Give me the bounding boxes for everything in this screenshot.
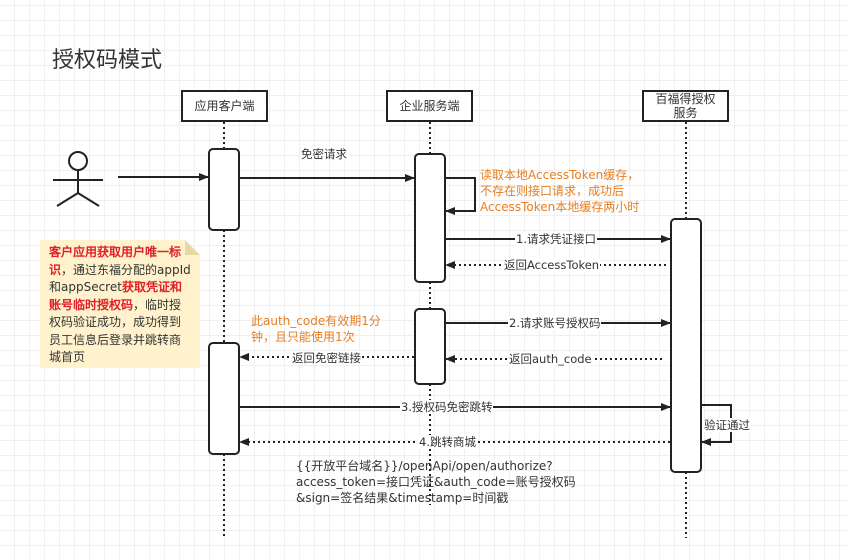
url-line: {{开放平台域名}}/openApi/open/authorize? <box>296 459 553 473</box>
authorize-url-text: {{开放平台域名}}/openApi/open/authorize? acces… <box>296 458 576 506</box>
cache-annotation-line: 不存在则接口请求，成功后 <box>480 184 625 198</box>
message-label-verify: 验证通过 <box>703 418 751 432</box>
cache-annotation: 读取本地AccessToken缓存， 不存在则接口请求，成功后 AccessTo… <box>480 167 639 215</box>
note-text: ，通过东福分配的appId和appSecret <box>49 262 191 295</box>
message-label-m2-return: 返回auth_code <box>508 352 593 366</box>
message-label-m3: 3.授权码免密跳转 <box>400 400 494 414</box>
participant-auth-service[interactable]: 百福得授权服务 <box>642 90 729 122</box>
auth-code-annotation-line: 此auth_code有效期1分 <box>251 314 381 328</box>
note-emphasis: 客户应用获取用户唯一标识 <box>49 245 182 277</box>
cache-annotation-line: AccessToken本地缓存两小时 <box>480 200 640 214</box>
activation-client-1 <box>208 148 240 231</box>
message-label-m0: 免密请求 <box>300 147 348 161</box>
note-emphasis: 获取凭证和账号临时授权码 <box>49 280 182 312</box>
participant-client[interactable]: 应用客户端 <box>181 90 268 122</box>
cache-annotation-line: 读取本地AccessToken缓存， <box>480 168 640 182</box>
activation-auth <box>670 218 702 473</box>
message-label-m1: 1.请求凭证接口 <box>515 232 597 246</box>
sticky-note: 客户应用获取用户唯一标识，通过东福分配的appId和appSecret获取凭证和… <box>40 240 200 368</box>
message-label-m2-forward: 返回免密链接 <box>291 351 362 365</box>
user-actor-icon <box>53 151 103 207</box>
diagram-title: 授权码模式 <box>52 48 163 73</box>
participant-enterprise[interactable]: 企业服务端 <box>386 90 473 122</box>
message-label-m2: 2.请求账号授权码 <box>508 316 602 330</box>
auth-code-annotation-line: 钟，且只能使用1次 <box>251 330 355 344</box>
url-line: &sign=签名结果&timestamp=时间戳 <box>296 491 509 505</box>
activation-enterprise-2 <box>414 308 446 385</box>
activation-client-2 <box>208 342 240 455</box>
activation-enterprise-1 <box>414 153 446 283</box>
message-label-m4: 4.跳转商城 <box>418 435 477 449</box>
message-label-m1-return: 返回AccessToken <box>503 258 601 272</box>
url-line: access_token=接口凭证&auth_code=账号授权码 <box>296 475 576 489</box>
note-text: ，临时授权码验证成功，成功得到员工信息后登录并跳转商城首页 <box>49 297 182 365</box>
auth-code-annotation: 此auth_code有效期1分 钟，且只能使用1次 <box>251 313 381 345</box>
arrow-self-cache <box>445 177 476 215</box>
